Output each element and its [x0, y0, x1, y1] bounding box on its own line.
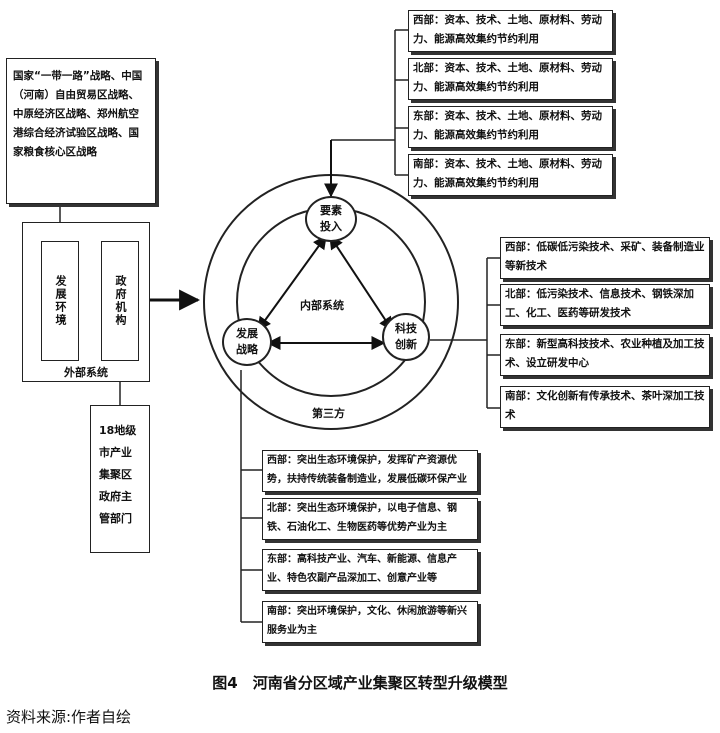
external-system-box: 发展环境 政府机构 外部系统: [22, 222, 150, 382]
factor-box-west: 西部：资本、技术、土地、原材料、劳动力、能源高效集约节约利用: [408, 10, 613, 52]
tech-box-west: 西部：低碳低污染技术、采矿、装备制造业等新技术: [500, 237, 710, 279]
strategy-box-south: 南部：突出环境保护，文化、休闲旅游等新兴服务业为主: [262, 601, 478, 643]
dev-env-label: 发展环境: [54, 275, 67, 327]
node-tech-innovation: 科技创新: [382, 313, 430, 361]
tech-box-north: 北部：低污染技术、信息技术、钢铁深加工、化工、医药等研发技术: [500, 284, 710, 326]
tech-box-south: 南部：文化创新有传承技术、茶叶深加工技术: [500, 386, 710, 428]
figure-caption: 图4 河南省分区域产业集聚区转型升级模型: [212, 674, 508, 692]
factor-box-north: 北部：资本、技术、土地、原材料、劳动力、能源高效集约节约利用: [408, 58, 613, 100]
gov-dept-text: 18地级市产业集聚区政府主管部门: [99, 424, 137, 525]
gov-org-box: 政府机构: [101, 241, 139, 361]
gov-dept-box: 18地级市产业集聚区政府主管部门: [90, 405, 150, 553]
national-strategy-text: 国家“一带一路”战略、中国（河南）自由贸易区战略、中原经济区战略、郑州航空港综合…: [13, 70, 143, 158]
national-strategy-box: 国家“一带一路”战略、中国（河南）自由贸易区战略、中原经济区战略、郑州航空港综合…: [6, 58, 156, 204]
figure-source: 资料来源:作者自绘: [6, 708, 132, 726]
tech-box-east: 东部：新型高科技技术、农业种植及加工技术、设立研发中心: [500, 334, 710, 376]
factor-box-east: 东部：资本、技术、土地、原材料、劳动力、能源高效集约节约利用: [408, 106, 613, 148]
inner-system-label: 内部系统: [300, 299, 344, 312]
factor-box-south: 南部：资本、技术、土地、原材料、劳动力、能源高效集约节约利用: [408, 154, 613, 196]
strategy-box-east: 东部：高科技产业、汽车、新能源、信息产业、特色农副产品深加工、创意产业等: [262, 549, 478, 591]
dev-env-box: 发展环境: [41, 241, 79, 361]
node-dev-strategy: 发展战略: [222, 318, 272, 366]
node-factor-input: 要素投入: [305, 196, 357, 242]
gov-org-label: 政府机构: [114, 275, 127, 327]
strategy-box-west: 西部：突出生态环境保护，发挥矿产资源优势，扶持传统装备制造业，发展低碳环保产业: [262, 450, 478, 492]
strategy-box-north: 北部：突出生态环境保护，以电子信息、钢铁、石油化工、生物医药等优势产业为主: [262, 498, 478, 540]
external-system-label: 外部系统: [64, 366, 108, 379]
third-party-label: 第三方: [312, 407, 345, 420]
